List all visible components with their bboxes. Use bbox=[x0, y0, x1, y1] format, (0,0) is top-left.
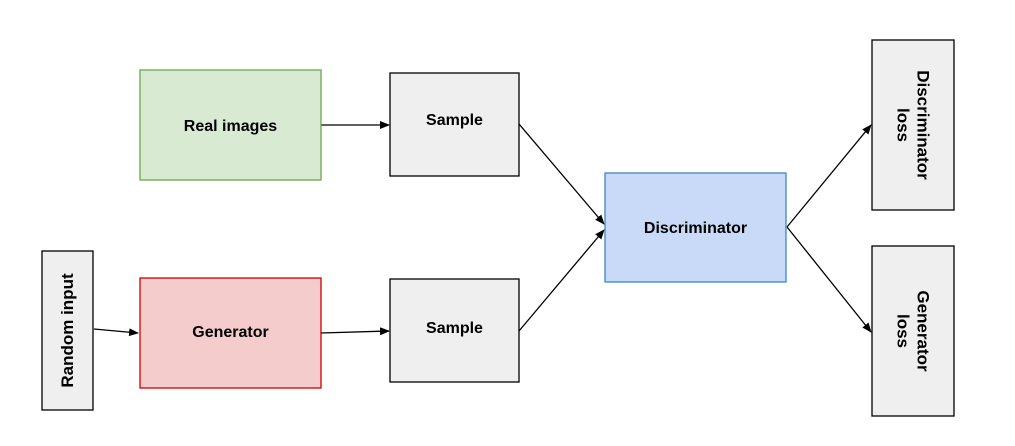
node-sample-top-label: Sample bbox=[426, 112, 483, 129]
node-discriminator-loss-label-line1: Discriminator bbox=[914, 70, 933, 180]
node-generator-label: Generator bbox=[192, 324, 268, 341]
node-random-input-label: Random input bbox=[58, 273, 77, 388]
node-sample-top: Sample bbox=[389, 72, 520, 177]
node-real-images: Real images bbox=[139, 69, 322, 181]
node-generator-loss-label-line2: loss bbox=[894, 314, 913, 348]
edge-discriminator-to-discriminator-loss bbox=[786, 124, 872, 228]
edges bbox=[93, 121, 872, 337]
node-generator-loss-label-line1: Generator bbox=[914, 290, 933, 372]
edge-discriminator-to-generator-loss bbox=[786, 226, 872, 333]
edge-sample-bottom-to-discriminator bbox=[518, 229, 605, 332]
node-generator-loss-box bbox=[871, 245, 955, 417]
node-discriminator-label: Discriminator bbox=[644, 220, 747, 237]
node-real-images-label: Real images bbox=[184, 118, 277, 135]
node-sample-bottom-label: Sample bbox=[426, 320, 483, 337]
node-generator: Generator bbox=[139, 277, 322, 389]
edge-generator-to-sample bbox=[320, 327, 390, 336]
node-generator-box bbox=[139, 277, 322, 389]
node-generator-loss: Generator loss bbox=[871, 245, 955, 417]
node-sample-top-box bbox=[389, 72, 520, 177]
node-discriminator-box bbox=[604, 172, 787, 283]
node-discriminator-loss-label-line2: loss bbox=[894, 108, 913, 142]
node-discriminator-loss: Discriminator loss bbox=[871, 39, 955, 211]
node-sample-bottom: Sample bbox=[389, 278, 520, 383]
edge-random-input-to-generator bbox=[93, 328, 139, 337]
node-discriminator-loss-box bbox=[871, 39, 955, 211]
node-discriminator: Discriminator bbox=[604, 172, 787, 283]
node-random-input: Random input bbox=[41, 250, 94, 411]
edge-sample-top-to-discriminator bbox=[518, 123, 605, 225]
node-sample-bottom-box bbox=[389, 278, 520, 383]
node-random-input-box bbox=[41, 250, 94, 411]
node-real-images-box bbox=[139, 69, 322, 181]
